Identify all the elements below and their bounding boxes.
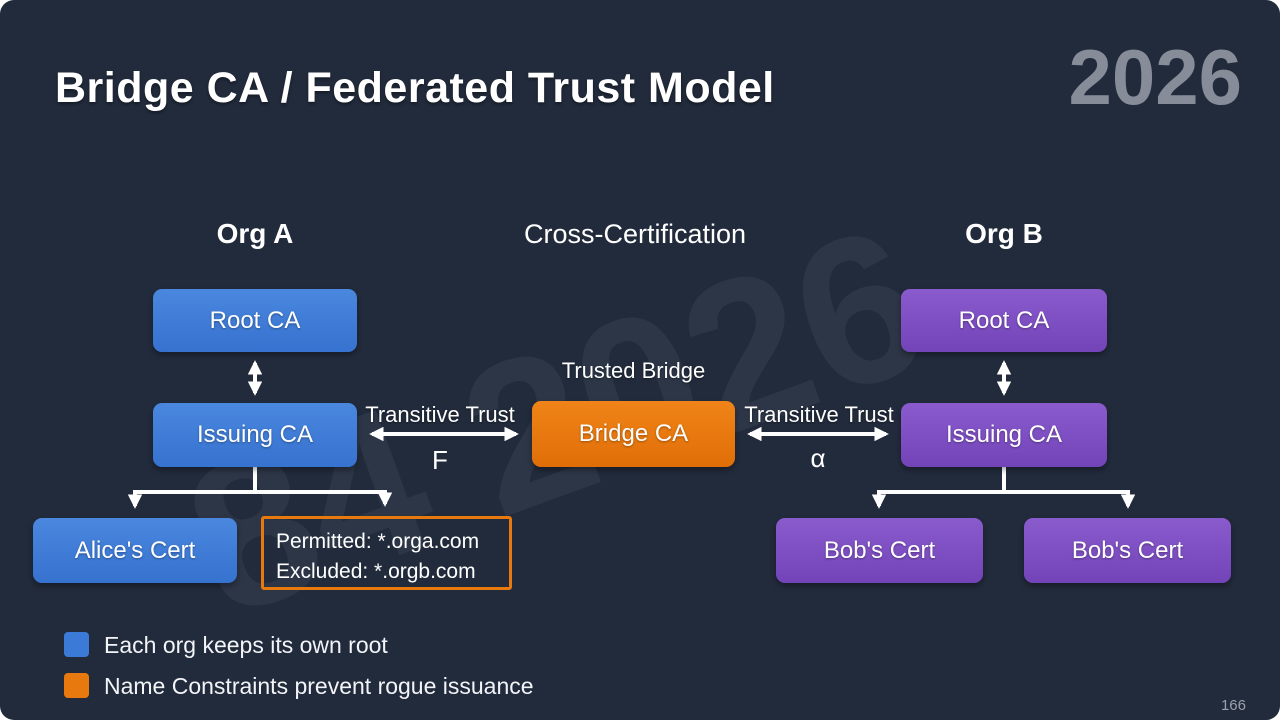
- node-bobs-cert-2: Bob's Cert: [1024, 518, 1231, 583]
- node-orga-root-ca: Root CA: [153, 289, 357, 352]
- year-badge: 2026: [1068, 33, 1242, 121]
- cross-certification-header: Cross-Certification: [523, 219, 747, 249]
- node-orgb-root-ca: Root CA: [901, 289, 1107, 352]
- node-orgb-issuing-ca: Issuing CA: [901, 403, 1107, 467]
- org-a-header: Org A: [216, 218, 294, 249]
- slide-title: Bridge CA / Federated Trust Model: [55, 64, 775, 112]
- legend-label-blue: Each org keeps its own root: [104, 632, 388, 658]
- transitive-trust-right-sublabel: α: [810, 443, 826, 473]
- transitive-trust-left-label: Transitive Trust: [365, 402, 515, 427]
- org-b-header: Org B: [965, 218, 1043, 249]
- page-number: 166: [1220, 697, 1246, 714]
- constraints-permitted: Permitted: *.orga.com: [276, 530, 480, 553]
- transitive-trust-right-label: Transitive Trust: [744, 402, 894, 427]
- node-orga-issuing-ca: Issuing CA: [153, 403, 357, 467]
- node-bobs-cert-1: Bob's Cert: [776, 518, 983, 583]
- legend-swatch-blue: [64, 632, 89, 657]
- trusted-bridge-label: Trusted Bridge: [561, 358, 706, 383]
- legend-label-orange: Name Constraints prevent rogue issuance: [104, 673, 534, 699]
- legend-swatch-orange: [64, 673, 89, 698]
- name-constraints-box: Permitted: *.orga.com Excluded: *.orgb.c…: [261, 516, 512, 590]
- node-bridge-ca: Bridge CA: [532, 401, 735, 467]
- constraints-excluded: Excluded: *.orgb.com: [276, 560, 476, 584]
- transitive-trust-left-sublabel: F: [432, 445, 448, 475]
- node-alices-cert: Alice's Cert: [33, 518, 237, 583]
